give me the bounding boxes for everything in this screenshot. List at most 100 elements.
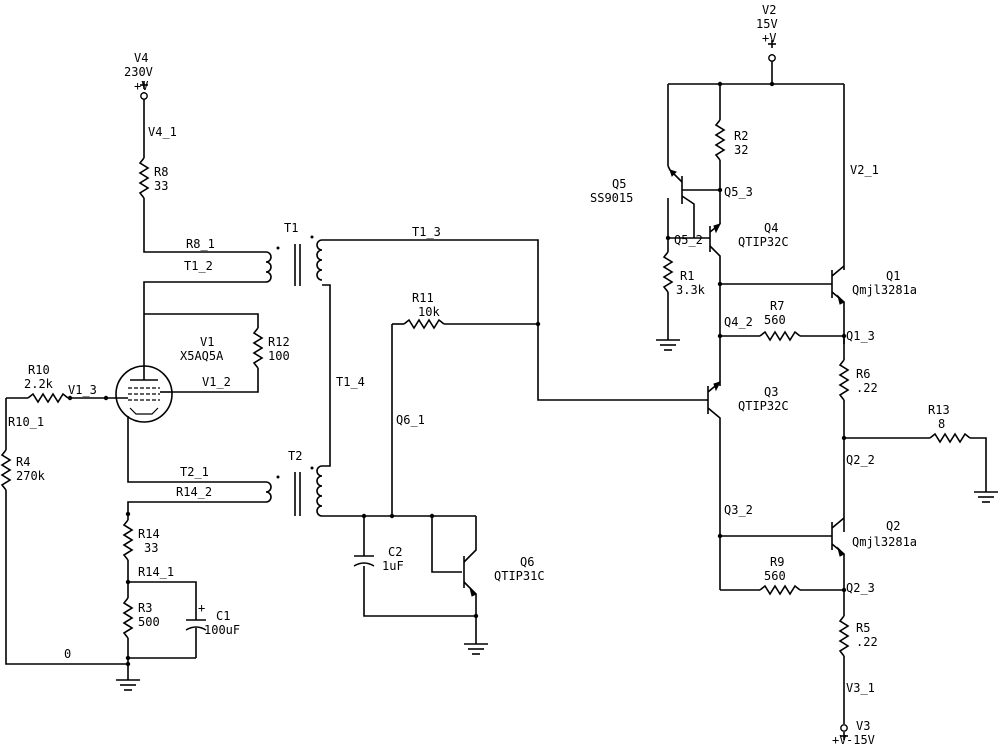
node-q3-2: Q3_2 (724, 503, 753, 517)
node-t2-1: T2_1 (180, 465, 209, 479)
c1-capacitor: + C1 100uF (185, 601, 240, 658)
v4-source: V4 230V +V (124, 51, 153, 100)
q3-transistor: Q3 QTIP32C (706, 381, 789, 536)
q2-transistor: Q2 Qmjl3281a (831, 517, 917, 590)
node-q6-1: Q6_1 (396, 413, 425, 427)
r10-value: 2.2k (24, 377, 54, 391)
r9-name: R9 (770, 555, 784, 569)
q6-transistor: Q6 QTIP31C (463, 516, 545, 644)
r3-name: R3 (138, 601, 152, 615)
ground-r13-icon (974, 491, 998, 503)
v2-source: V2 15V +V (756, 3, 778, 84)
v2-symbol: +V (762, 31, 776, 45)
r7-value: 560 (764, 313, 786, 327)
r13-resistor: R13 8 (928, 403, 971, 444)
r13-value: 8 (938, 417, 945, 431)
r8-name: R8 (154, 165, 168, 179)
v2-value: 15V (756, 17, 778, 31)
q2-name: Q2 (886, 519, 900, 533)
r8-value: 33 (154, 179, 168, 193)
q2-value: Qmjl3281a (852, 535, 917, 549)
node-q5-3: Q5_3 (724, 185, 753, 199)
node-t1-2: T1_2 (184, 259, 213, 273)
v3-symbol: +V (832, 733, 846, 747)
v1-value: X5AQ5A (180, 349, 224, 363)
c2-name: C2 (388, 545, 402, 559)
v1-vacuum-tube: V1 X5AQ5A (106, 335, 224, 423)
q4-transistor: Q4 QTIP32C (709, 221, 789, 336)
node-v2-1: V2_1 (850, 163, 879, 177)
node-v3-1: V3_1 (846, 681, 875, 695)
r12-value: 100 (268, 349, 290, 363)
c2-value: 1uF (382, 559, 404, 573)
r6-name: R6 (856, 367, 870, 381)
r14-resistor: R14 33 (122, 519, 160, 561)
c1-plus: + (198, 601, 205, 615)
r14-name: R14 (138, 527, 160, 541)
q1-name: Q1 (886, 269, 900, 283)
node-v1-2: V1_2 (202, 375, 231, 389)
v4-symbol: +V (134, 79, 148, 93)
node-q5-2: Q5_2 (674, 233, 703, 247)
node-0: 0 (64, 647, 71, 661)
q1-value: Qmjl3281a (852, 283, 917, 297)
r12-resistor: R12 100 (252, 327, 290, 369)
q5-transistor: Q5 SS9015 (590, 165, 720, 238)
v3-name: V3 (856, 719, 870, 733)
v3-value: -15V (846, 733, 875, 747)
c2-capacitor: C2 1uF (353, 545, 404, 573)
r13-name: R13 (928, 403, 950, 417)
ground-left-icon (116, 679, 140, 691)
r10-resistor: R10 2.2k (24, 363, 69, 404)
c1-value: 100uF (204, 623, 240, 637)
node-q4-2: Q4_2 (724, 315, 753, 329)
r2-name: R2 (734, 129, 748, 143)
node-q2-2: Q2_2 (846, 453, 875, 467)
t2-name: T2 (288, 449, 302, 463)
r4-name: R4 (16, 455, 30, 469)
r1-resistor: R1 3.3k (662, 251, 706, 297)
r7-name: R7 (770, 299, 784, 313)
q3-name: Q3 (764, 385, 778, 399)
r2-value: 32 (734, 143, 748, 157)
node-v4-1: V4_1 (148, 125, 177, 139)
r5-resistor: R5 .22 (838, 615, 878, 657)
q3-value: QTIP32C (738, 399, 789, 413)
r6-resistor: R6 .22 (838, 359, 878, 401)
r6-value: .22 (856, 381, 878, 395)
v3-source: V3 +V -15V (832, 719, 875, 747)
t1-name: T1 (284, 221, 298, 235)
r5-value: .22 (856, 635, 878, 649)
node-q2-3: Q2_3 (846, 581, 875, 595)
q5-name: Q5 (612, 177, 626, 191)
q4-value: QTIP32C (738, 235, 789, 249)
v2-name: V2 (762, 3, 776, 17)
r2-resistor: R2 32 (714, 119, 748, 161)
node-r14-1: R14_1 (138, 565, 174, 579)
v1-name: V1 (200, 335, 214, 349)
r5-name: R5 (856, 621, 870, 635)
q1-transistor: Q1 Qmjl3281a (831, 265, 917, 344)
r11-name: R11 (412, 291, 434, 305)
ground-q6-icon (464, 643, 488, 655)
r3-value: 500 (138, 615, 160, 629)
node-t1-4: T1_4 (336, 375, 365, 389)
t1-transformer: T1 (265, 221, 323, 286)
q6-name: Q6 (520, 555, 534, 569)
q5-value: SS9015 (590, 191, 633, 205)
c1-name: C1 (216, 609, 230, 623)
node-t1-3: T1_3 (412, 225, 441, 239)
r1-value: 3.3k (676, 283, 706, 297)
q4-name: Q4 (764, 221, 778, 235)
node-r14-2: R14_2 (176, 485, 212, 499)
node-v1-3: V1_3 (68, 383, 97, 397)
v4-value: 230V (124, 65, 153, 79)
node-q1-3: Q1_3 (846, 329, 875, 343)
r12-name: R12 (268, 335, 290, 349)
r11-value: 10k (418, 305, 440, 319)
r8-resistor: R8 33 (138, 157, 168, 199)
node-r8-1: R8_1 (186, 237, 215, 251)
r3-resistor: R3 500 (122, 597, 160, 639)
r7-resistor: R7 560 (759, 299, 801, 342)
